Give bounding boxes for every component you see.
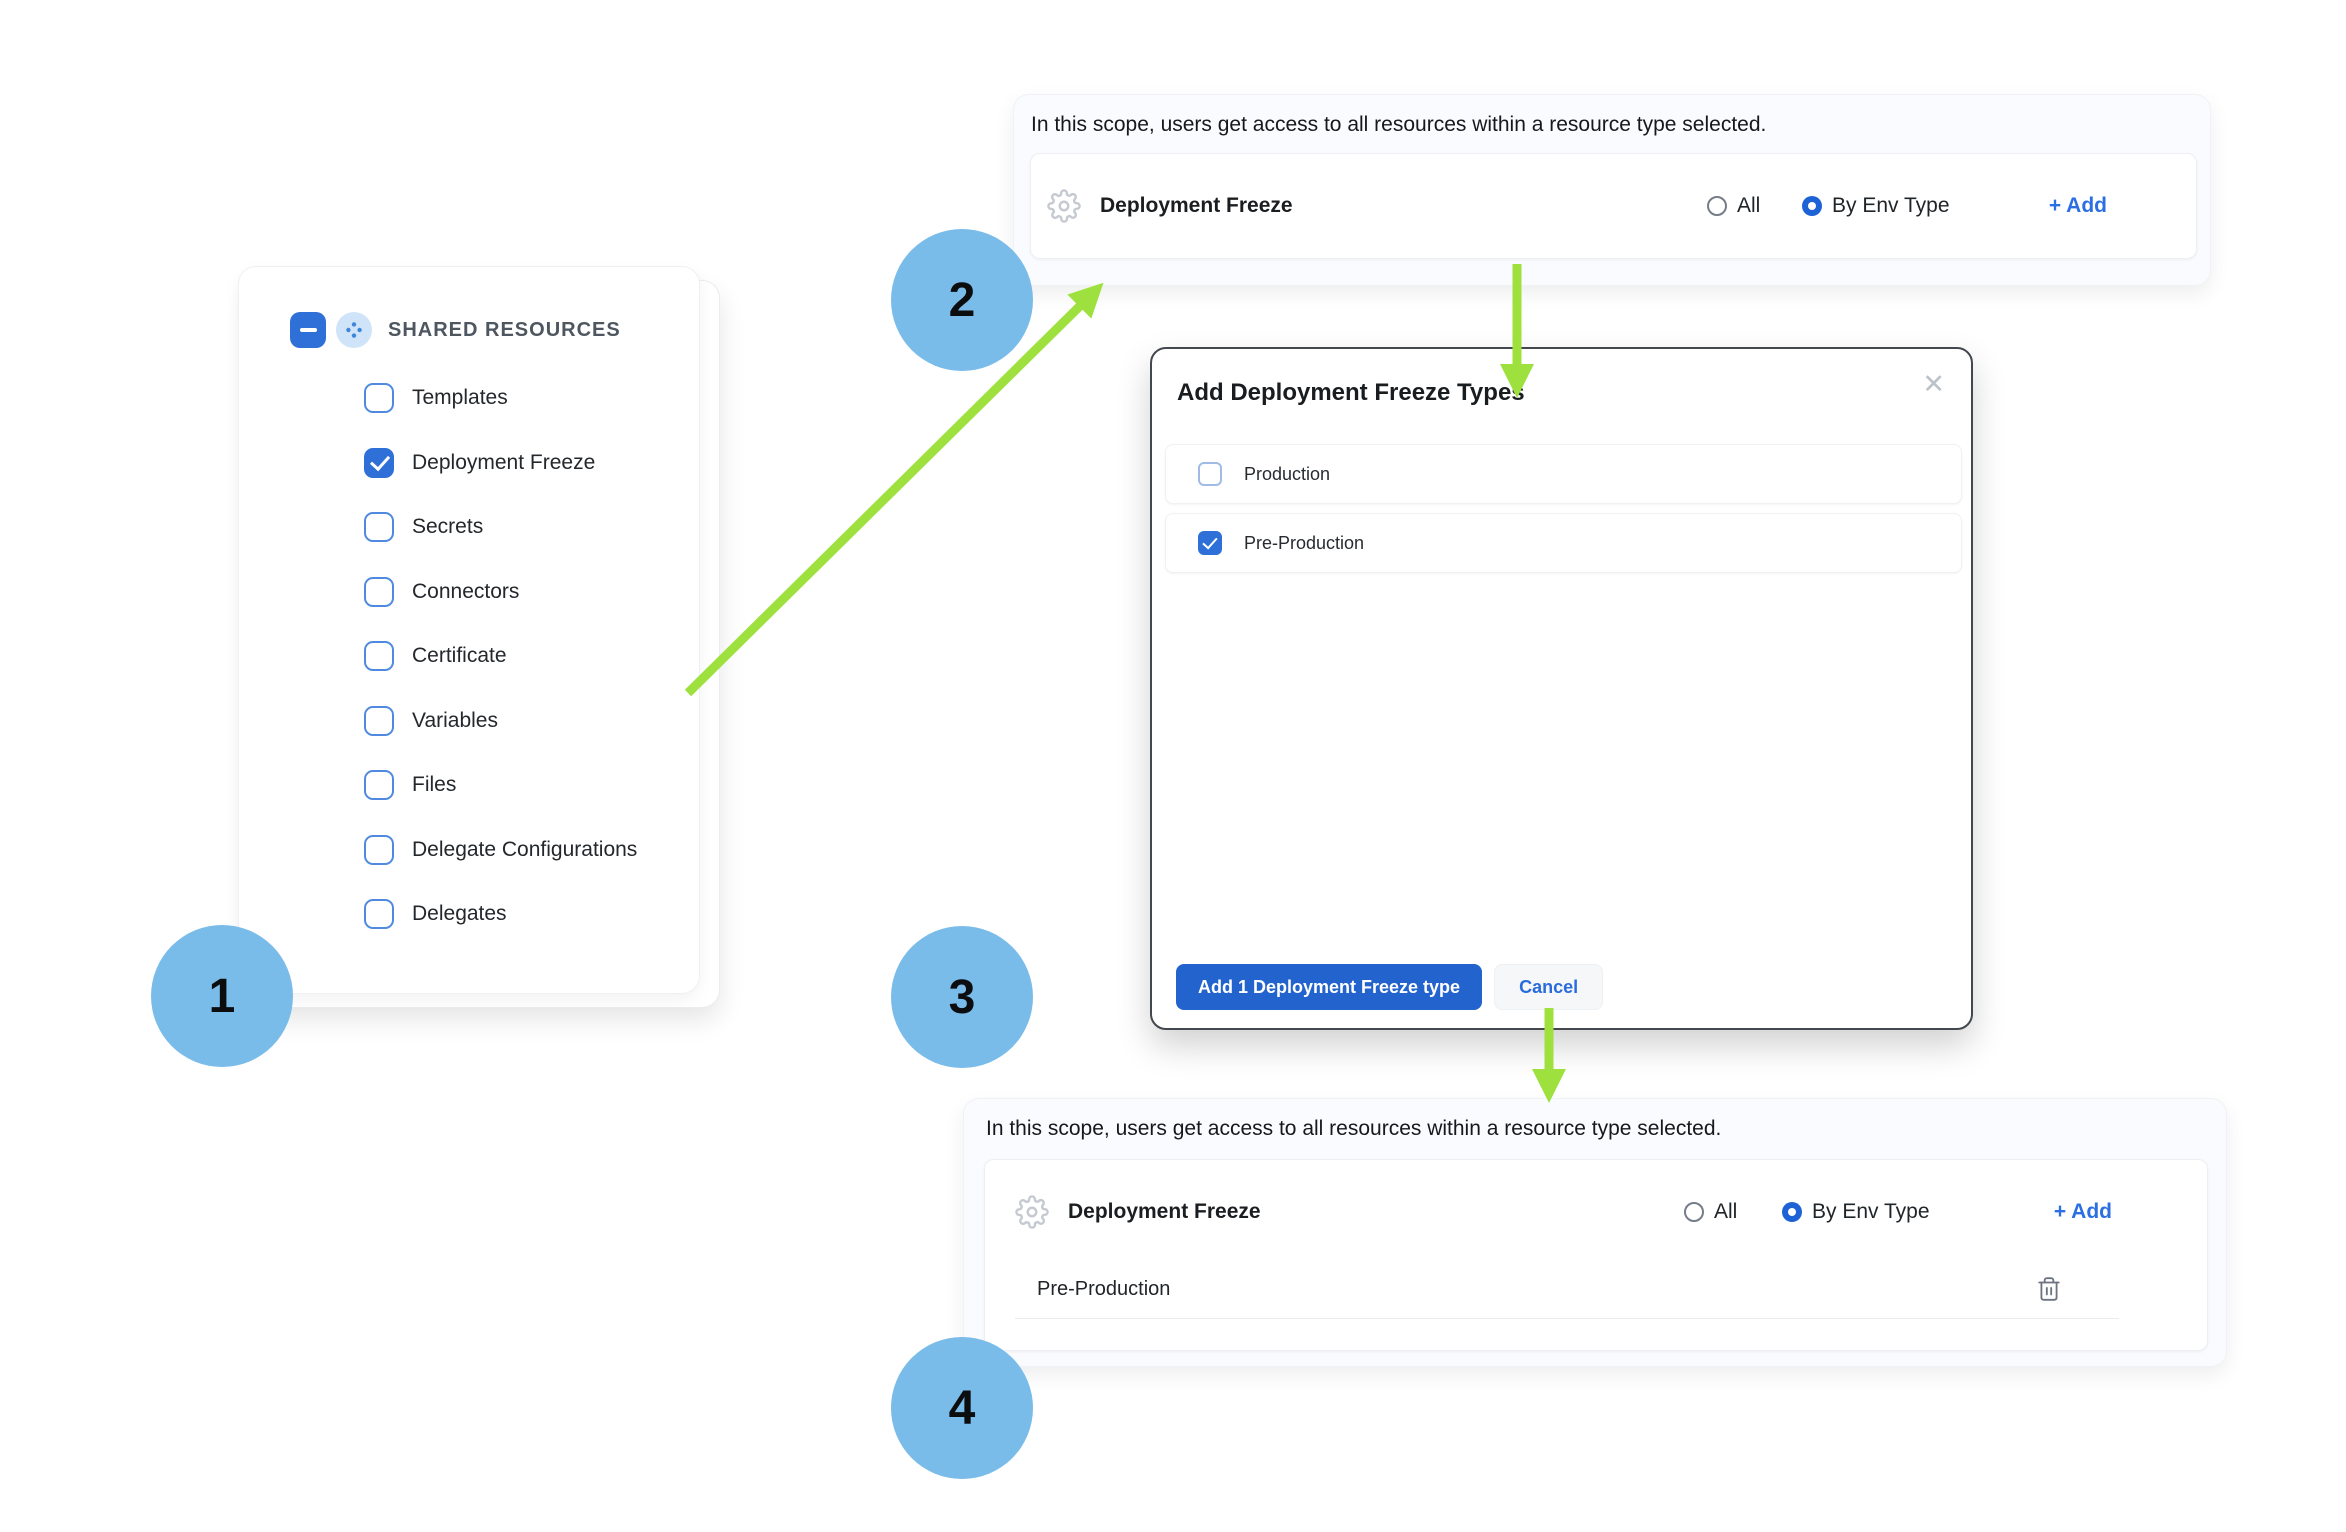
option-row-production[interactable]: Production bbox=[1165, 444, 1962, 504]
row-divider bbox=[1015, 1318, 2119, 1319]
list-item-delegates[interactable]: Delegates bbox=[364, 882, 637, 947]
list-item-files[interactable]: Files bbox=[364, 753, 637, 818]
radio-by-env-label: By Env Type bbox=[1832, 194, 1950, 217]
list-item-label: Secrets bbox=[412, 515, 484, 539]
step-badge-2: 2 bbox=[891, 229, 1033, 371]
list-item-certificate[interactable]: Certificate bbox=[364, 624, 637, 689]
radio-by-env-label: By Env Type bbox=[1812, 1200, 1930, 1223]
certificate-checkbox[interactable] bbox=[364, 641, 394, 672]
check-icon bbox=[1202, 533, 1218, 550]
radio-all-control[interactable] bbox=[1707, 196, 1727, 216]
modules-diamond-icon bbox=[346, 322, 362, 338]
cancel-button[interactable]: Cancel bbox=[1494, 964, 1604, 1010]
add-deployment-freeze-modal: Add Deployment Freeze Types ✕ Production… bbox=[1150, 347, 1973, 1030]
list-item-label: Delegate Configurations bbox=[412, 837, 638, 861]
option-row-pre-production[interactable]: Pre-Production bbox=[1165, 513, 1962, 573]
scope-description: In this scope, users get access to all r… bbox=[1031, 113, 1767, 136]
deployment-freeze-checkbox[interactable] bbox=[364, 447, 394, 478]
templates-checkbox[interactable] bbox=[364, 383, 394, 414]
radio-by-env-type[interactable]: By Env Type bbox=[1782, 1160, 2207, 1264]
list-item-secrets[interactable]: Secrets bbox=[364, 495, 637, 560]
close-icon[interactable]: ✕ bbox=[1922, 369, 1945, 399]
list-item-label: Connectors bbox=[412, 579, 520, 603]
collapse-button[interactable] bbox=[290, 312, 326, 348]
list-item-connectors[interactable]: Connectors bbox=[364, 560, 637, 625]
scope-panel-top: In this scope, users get access to all r… bbox=[1013, 94, 2211, 286]
minus-icon bbox=[299, 328, 317, 332]
step-badge-4: 4 bbox=[891, 1337, 1033, 1479]
connectors-checkbox[interactable] bbox=[364, 576, 394, 607]
resource-type-label: Deployment Freeze bbox=[1068, 1200, 1261, 1223]
list-item-delegate-configurations[interactable]: Delegate Configurations bbox=[364, 818, 637, 883]
trash-icon[interactable] bbox=[2036, 1276, 2062, 1302]
list-item-label: Deployment Freeze bbox=[412, 450, 596, 474]
add-button[interactable]: + Add bbox=[2048, 194, 2107, 217]
shared-resources-panel bbox=[238, 266, 700, 994]
step-badge-1: 1 bbox=[151, 925, 293, 1067]
list-item-label: Templates bbox=[412, 386, 508, 410]
delegate-configurations-checkbox[interactable] bbox=[364, 834, 394, 865]
shared-resources-header: SHARED RESOURCES bbox=[290, 312, 621, 348]
secrets-checkbox[interactable] bbox=[364, 512, 394, 543]
production-checkbox[interactable] bbox=[1198, 462, 1222, 486]
gear-icon bbox=[1015, 1195, 1049, 1229]
modal-title: Add Deployment Freeze Types bbox=[1177, 379, 1525, 406]
step-badge-3: 3 bbox=[891, 926, 1033, 1068]
delegates-checkbox[interactable] bbox=[364, 899, 394, 930]
radio-by-env-control[interactable] bbox=[1802, 196, 1822, 216]
scope-panel-bottom: In this scope, users get access to all r… bbox=[963, 1098, 2227, 1367]
check-icon bbox=[369, 450, 390, 471]
radio-all-control[interactable] bbox=[1684, 1202, 1704, 1222]
option-label: Production bbox=[1244, 463, 1331, 484]
modal-footer: Add 1 Deployment Freeze type Cancel bbox=[1176, 964, 1604, 1010]
shared-resources-title: SHARED RESOURCES bbox=[388, 318, 621, 341]
shared-resources-list: Templates Deployment Freeze Secrets Conn… bbox=[364, 366, 637, 947]
radio-all[interactable]: All bbox=[1684, 1160, 2207, 1264]
add-deployment-freeze-type-button[interactable]: Add 1 Deployment Freeze type bbox=[1176, 964, 1483, 1010]
pre-production-checkbox[interactable] bbox=[1198, 531, 1222, 555]
list-item-deployment-freeze[interactable]: Deployment Freeze bbox=[364, 431, 637, 496]
radio-all-label: All bbox=[1737, 194, 1761, 217]
list-item-templates[interactable]: Templates bbox=[364, 366, 637, 431]
radio-by-env-type[interactable]: By Env Type bbox=[1802, 154, 2196, 258]
resource-type-card: Deployment Freeze All By Env Type + Add … bbox=[984, 1159, 2208, 1351]
shared-resources-module-badge bbox=[336, 312, 372, 348]
option-label: Pre-Production bbox=[1244, 532, 1365, 553]
resource-type-row: Deployment Freeze All By Env Type + Add bbox=[1030, 153, 2197, 259]
files-checkbox[interactable] bbox=[364, 770, 394, 801]
selected-env-type: Pre-Production bbox=[1037, 1278, 1171, 1300]
list-item-label: Variables bbox=[412, 708, 498, 732]
radio-all-label: All bbox=[1714, 1200, 1738, 1223]
add-button[interactable]: + Add bbox=[2053, 1200, 2112, 1223]
list-item-label: Delegates bbox=[412, 902, 507, 926]
resource-type-label: Deployment Freeze bbox=[1100, 194, 1293, 217]
gear-icon bbox=[1047, 189, 1081, 223]
list-item-variables[interactable]: Variables bbox=[364, 689, 637, 754]
list-item-label: Files bbox=[412, 773, 457, 797]
radio-by-env-control[interactable] bbox=[1782, 1202, 1802, 1222]
list-item-label: Certificate bbox=[412, 644, 507, 668]
variables-checkbox[interactable] bbox=[364, 705, 394, 736]
arrow-panel-to-top bbox=[684, 282, 1104, 697]
scope-description: In this scope, users get access to all r… bbox=[986, 1117, 1722, 1140]
radio-all[interactable]: All bbox=[1707, 154, 2196, 258]
